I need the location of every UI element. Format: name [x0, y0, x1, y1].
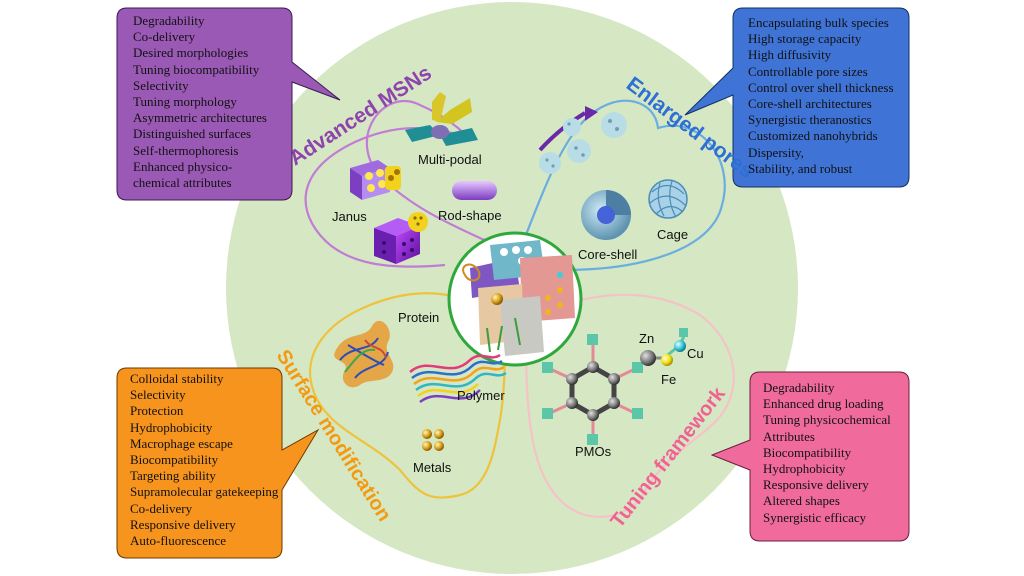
label-fe: Fe	[661, 372, 676, 387]
property-item: Selectivity	[133, 77, 189, 93]
property-item: Asymmetric architectures	[133, 110, 267, 126]
label-protein: Protein	[398, 310, 439, 325]
petal-outline-enlarged	[518, 99, 726, 272]
property-item: Biocompatibility	[130, 452, 219, 468]
cage-icon	[648, 179, 688, 219]
multi-podal-icon	[405, 92, 478, 146]
property-item: Supramolecular gatekeeping	[130, 484, 279, 500]
label-zn: Zn	[639, 331, 654, 346]
property-item: Colloidal stability	[130, 371, 224, 386]
property-item: Auto-fluorescence	[130, 533, 227, 549]
property-item: Distinguished surfaces	[133, 126, 252, 142]
property-item: Core-shell architectures	[748, 96, 872, 112]
property-item: Selectivity	[130, 387, 186, 403]
property-item: Responsive delivery	[763, 477, 869, 493]
polymer-icon	[409, 353, 507, 404]
property-item: High diffusivity	[748, 47, 832, 63]
property-item: Biocompatibility	[763, 444, 852, 460]
property-item: Dispersity,	[748, 144, 804, 160]
property-item: Hydrophobicity	[130, 419, 213, 435]
protein-icon	[334, 320, 394, 388]
property-item: Synergistic efficacy	[763, 509, 867, 525]
label-polymer: Polymer	[457, 388, 505, 403]
property-item: Hydrophobicity	[763, 461, 846, 477]
petal-outline-tuning	[524, 293, 735, 518]
property-item: Degradability	[133, 13, 205, 28]
property-item: Enhanced drug loading	[763, 396, 884, 412]
property-item: Attributes	[763, 428, 815, 444]
property-item: Control over shell thickness	[748, 79, 894, 95]
rod-shape-icon	[452, 181, 497, 200]
property-item: Enhanced physico-	[133, 158, 233, 174]
label-pmos: PMOs	[575, 444, 612, 459]
property-item: Customized nanohybrids	[748, 128, 878, 144]
label-cu: Cu	[687, 346, 704, 361]
property-item: Altered shapes	[763, 493, 840, 509]
metal-cluster-icon	[640, 328, 688, 366]
callout-box-tuning	[710, 371, 910, 542]
property-item: Encapsulating bulk species	[748, 15, 889, 30]
callout-box-advanced	[116, 7, 341, 201]
label-cage: Cage	[657, 227, 688, 242]
callout-box-surface	[116, 367, 320, 559]
property-item: Co-delivery	[130, 500, 193, 516]
property-item: Controllable pore sizes	[748, 63, 868, 79]
porous-sphere-group-icon	[538, 106, 627, 174]
property-item: Self-thermophoresis	[133, 142, 239, 158]
property-item: Macrophage escape	[130, 435, 233, 451]
center-composite-particle	[447, 231, 583, 367]
core-shell-icon	[581, 190, 631, 240]
property-item: Tuning morphology	[133, 94, 237, 110]
label-metals: Metals	[413, 460, 452, 475]
property-item: Synergistic theranostics	[748, 112, 872, 128]
label-multi-podal: Multi-podal	[418, 152, 482, 167]
callout-box-enlarged	[684, 7, 910, 188]
property-item: Tuning biocompatibility	[133, 61, 260, 77]
property-item: Protection	[130, 403, 184, 419]
property-item: Targeting ability	[130, 468, 216, 484]
property-item: Tuning physicochemical	[763, 412, 891, 428]
janus-icon	[350, 160, 401, 200]
property-item: Responsive delivery	[130, 516, 236, 532]
metals-icon	[422, 429, 444, 451]
property-item: Co-delivery	[133, 29, 196, 45]
benzene-pmo-icon	[542, 334, 643, 445]
property-item: Degradability	[763, 380, 835, 395]
label-rod-shape: Rod-shape	[438, 208, 502, 223]
property-item: Desired morphologies	[133, 45, 249, 61]
property-item: Stability, and robust	[748, 160, 853, 176]
property-item: chemical attributes	[133, 175, 232, 191]
label-janus: Janus	[332, 209, 367, 224]
label-core-shell: Core-shell	[578, 247, 637, 262]
porous-cube-icon	[374, 212, 428, 264]
petal-outline-surface	[309, 292, 507, 499]
property-item: High storage capacity	[748, 31, 862, 47]
